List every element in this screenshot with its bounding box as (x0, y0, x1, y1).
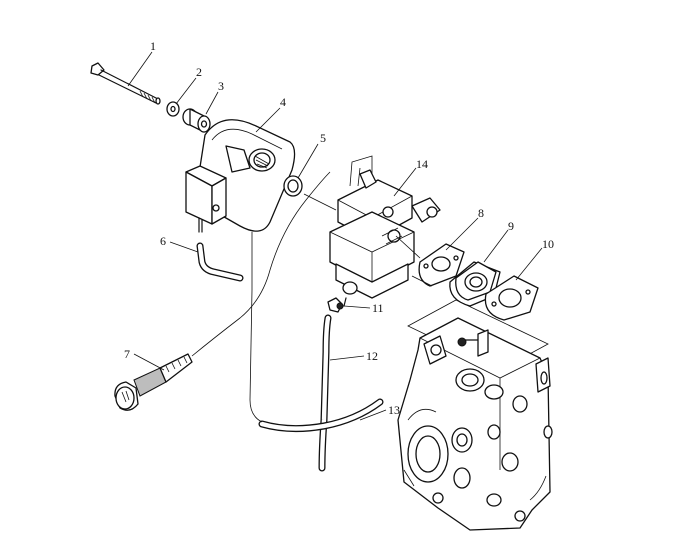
fuel-line (249, 232, 263, 423)
part-hose-clip (327, 297, 344, 313)
callout-5: 5 (320, 131, 326, 145)
part-gasket (418, 243, 465, 287)
part-short-hose (196, 242, 244, 282)
part-washer (166, 101, 180, 117)
callout-1: 1 (150, 39, 156, 53)
part-fuel-hose (318, 314, 332, 472)
alignment-lines (303, 193, 433, 287)
callout-10: 10 (542, 237, 554, 251)
callout-13: 13 (388, 403, 400, 417)
callout-12: 12 (366, 349, 378, 363)
callout-4: 4 (280, 95, 286, 109)
callout-labels: 1 2 3 4 5 6 7 8 9 10 11 12 13 14 (124, 39, 554, 417)
callout-3: 3 (218, 79, 224, 93)
part-carburetor (329, 155, 441, 307)
callout-7: 7 (124, 347, 130, 361)
callout-11: 11 (372, 301, 384, 315)
part-bolt (90, 62, 161, 105)
callout-2: 2 (196, 65, 202, 79)
callout-8: 8 (478, 206, 484, 220)
part-long-hose (258, 398, 384, 433)
leader-lines (127, 51, 543, 421)
part-collar (182, 108, 211, 133)
engine-block (397, 299, 553, 531)
part-air-filter-housing (185, 119, 296, 233)
callout-14: 14 (416, 157, 428, 171)
part-choke-knob (114, 171, 331, 411)
callout-6: 6 (160, 234, 166, 248)
callout-9: 9 (508, 219, 514, 233)
part-gasket-2 (484, 275, 539, 321)
part-o-ring (283, 175, 303, 197)
